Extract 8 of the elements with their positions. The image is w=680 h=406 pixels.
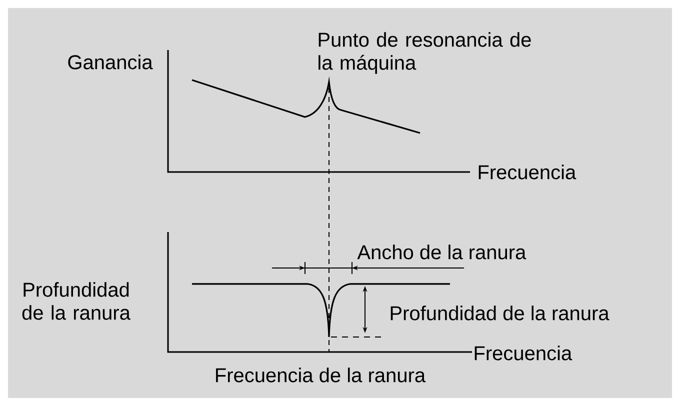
- label: Frecuencia: [474, 346, 572, 360]
- label: Punto de resonancia de la máquina: [318, 32, 531, 74]
- label: Ancho de la ranura: [357, 244, 526, 260]
- label: Ganancia: [68, 54, 153, 70]
- label: Frecuencia de la ranura: [216, 368, 426, 382]
- label: Frecuencia: [478, 164, 576, 180]
- label: Profundidad de la ranura: [22, 282, 130, 320]
- label: Profundidad de la ranura: [390, 306, 610, 320]
